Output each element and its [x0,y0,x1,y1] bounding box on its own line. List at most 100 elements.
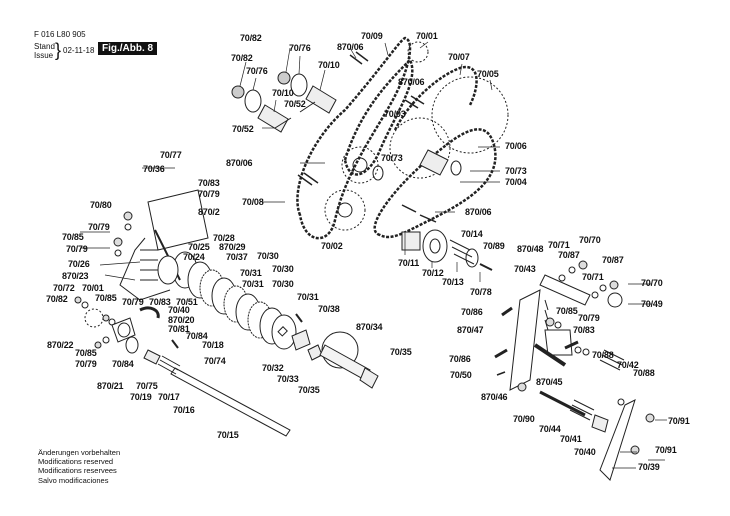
callout: 70/41 [560,434,582,444]
callout: 70/84 [186,331,208,341]
bolt-70-83 [564,340,579,350]
callout: 70/16 [173,405,195,415]
callout: 70/77 [160,150,182,160]
leader-lines-right [612,283,667,469]
callout: 70/40 [574,447,596,457]
sprocket-70-03 [341,146,379,184]
bracket-870-21 [111,317,136,343]
callout: 870/34 [356,322,383,332]
pin-part [274,117,292,129]
callout: 70/49 [641,299,663,309]
ring-70-14 [465,248,479,268]
bushing-70-35 [307,344,323,361]
callout: 70/02 [321,241,343,251]
callout: 70/89 [483,241,505,251]
callout: 70/82 [231,53,253,63]
spring-70-25 [140,249,158,281]
callout: 70/91 [655,445,677,455]
issue-date: 02-11-18 [63,46,95,55]
pin-70-50 [496,371,506,376]
callout: 70/15 [217,430,239,440]
brace-icon: } [55,40,62,60]
callout: 70/84 [112,359,134,369]
stand-issue-label: Stand Issue [34,42,55,60]
callout: 70/79 [122,297,144,307]
callout: 70/70 [641,278,663,288]
callout: 70/42 [617,360,639,370]
callout: 70/35 [298,385,320,395]
sprocket-70-02 [324,189,366,231]
callout: 70/36 [143,164,165,174]
callout: 70/71 [548,240,570,250]
callout: 70/87 [602,255,624,265]
bushing-70-35b [359,367,379,389]
callout: 70/09 [361,31,383,41]
callout: 70/52 [284,99,306,109]
callout: 70/04 [505,177,527,187]
callout: 870/29 [219,242,246,252]
callout: 70/52 [232,124,254,134]
shaft-70-15 [170,367,291,437]
callout: 70/33 [277,374,299,384]
callout: 870/06 [465,207,492,217]
lever-870-48 [539,274,591,306]
callout: 70/26 [68,259,90,269]
spring-70-42 [599,349,625,371]
footer-notes: Änderungen vorbehalten Modifications res… [38,448,120,485]
callout: 70/85 [95,293,117,303]
callout: 70/10 [318,60,340,70]
lever-870-47 [509,289,541,391]
hub-part [337,202,353,218]
callout: 70/01 [82,283,104,293]
callout: 70/08 [242,197,264,207]
callout: 70/73 [505,166,527,176]
callout: 70/25 [188,242,210,252]
callout: 870/06 [398,77,425,87]
bushing-70-24 [157,255,179,285]
fork-70-39 [599,399,636,481]
callout: 70/31 [242,279,264,289]
callout: 70/31 [297,292,319,302]
callout: 70/82 [240,33,262,43]
callout: 70/30 [272,279,294,289]
callout: 70/74 [204,356,226,366]
spring-70-13 [449,239,475,265]
callout: 70/17 [158,392,180,402]
sprocket-70-01b [84,308,104,328]
callout: 70/19 [130,392,152,402]
callout: 70/39 [638,462,660,472]
pin-70-18 [171,339,179,349]
callout: 70/38 [318,304,340,314]
callout: 70/76 [289,43,311,53]
roller-part [257,85,337,133]
callout: 70/37 [226,252,248,262]
bushing-870-22 [117,322,131,338]
leader-lines [80,41,500,282]
chain-part [343,57,414,176]
footer-line: Modifications reserved [38,457,114,467]
callout: 870/48 [517,244,544,254]
callout: 870/45 [536,377,563,387]
callout: 70/79 [75,359,97,369]
chain-part [296,36,412,240]
clutch-disc-stack [172,251,297,350]
callout: 870/2 [198,207,220,217]
bushing-70-11 [401,231,421,251]
washer-part [372,165,384,181]
callout: 70/50 [450,370,472,380]
callout: 870/46 [481,392,508,402]
screw-70-89 [479,263,493,271]
callout: 70/30 [272,264,294,274]
bushing-70-33 [291,329,311,351]
callout: 70/90 [513,414,535,424]
callout: 70/06 [505,141,527,151]
issue-label: Issue [34,51,54,60]
figure-label: Fig./Abb. 8 [98,42,158,55]
callout: 70/80 [90,200,112,210]
small-nut-parts-right [517,260,655,455]
lever-870-20 [139,306,160,319]
callout: 70/01 [416,31,438,41]
bracket-870-23 [119,237,171,301]
callout: 70/79 [578,313,600,323]
callout: 70/87 [558,250,580,260]
